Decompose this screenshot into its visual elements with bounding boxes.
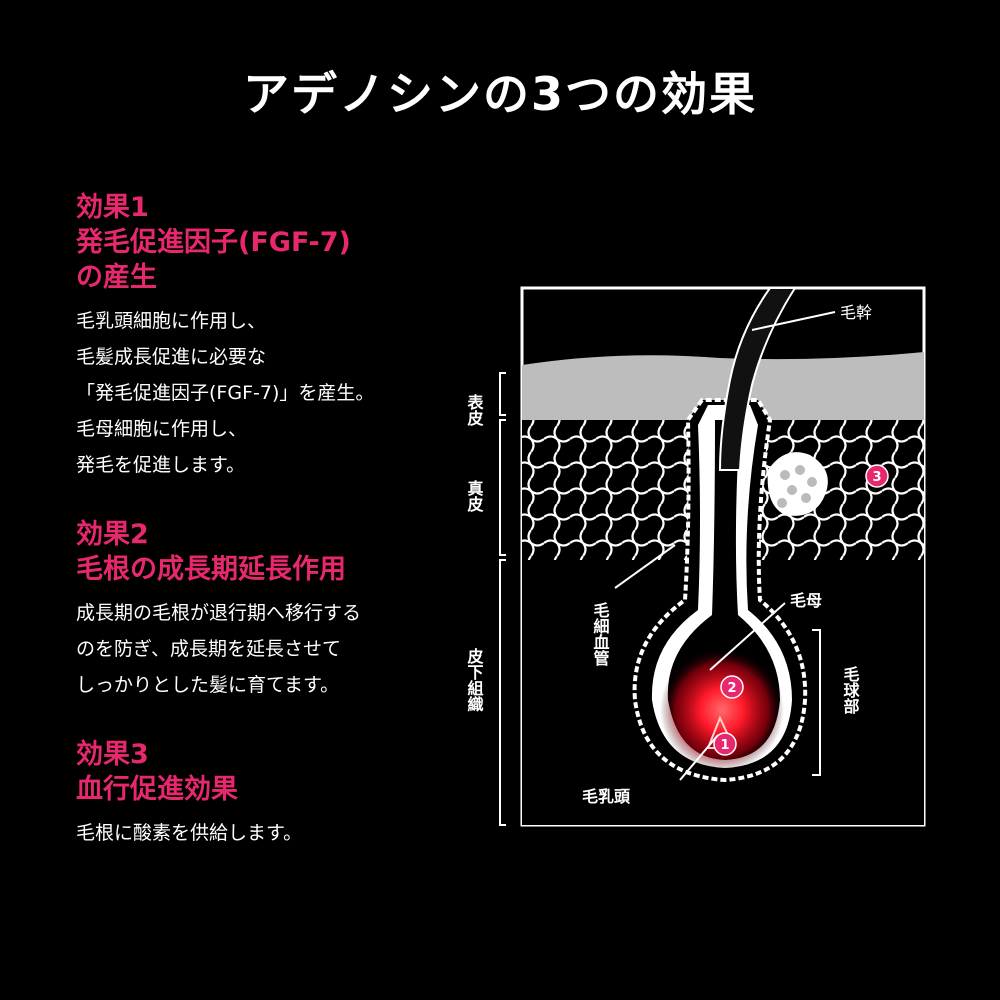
effect-1-heading-line-3: の産生	[76, 262, 157, 293]
leader-hair-shaft	[751, 311, 836, 331]
effect-2-body: 成長期の毛根が退行期へ移行する のを防ぎ、成長期を延長させて しっかりとした髪に…	[76, 595, 456, 703]
effect-2-heading: 効果2 毛根の成長期延長作用	[76, 517, 456, 587]
effects-list: 効果1 発毛促進因子(FGF-7) の産生 毛乳頭細胞に作用し、 毛髪成長促進に…	[76, 190, 456, 885]
effect-2-body-line-1: 成長期の毛根が退行期へ移行する	[76, 602, 362, 624]
marker-3: 3	[865, 464, 889, 488]
effect-3-heading-line-2: 血行促進効果	[76, 774, 238, 805]
effect-3-body: 毛根に酸素を供給します。	[76, 815, 456, 851]
effect-1-heading-line-1: 効果1	[76, 192, 149, 223]
effect-3-heading-line-1: 効果3	[76, 739, 149, 770]
effect-1-body-line-4: 毛母細胞に作用し、	[76, 418, 248, 440]
effect-1-heading: 効果1 発毛促進因子(FGF-7) の産生	[76, 190, 456, 295]
leader-hair-matrix	[709, 602, 786, 671]
label-hair-bulb: 毛球部	[841, 665, 860, 715]
effect-3: 効果3 血行促進効果 毛根に酸素を供給します。	[76, 737, 456, 851]
label-capillary: 毛細血管	[591, 601, 610, 667]
bulb-glow	[660, 648, 784, 772]
label-epidermis: 表皮	[465, 393, 485, 427]
label-subcutaneous: 皮下組織	[465, 647, 485, 712]
marker-1-number: 1	[720, 738, 729, 753]
label-dermal-papilla: 毛乳頭	[582, 787, 631, 806]
effect-1-body-line-1: 毛乳頭細胞に作用し、	[76, 310, 267, 332]
effect-1-heading-line-2: 発毛促進因子(FGF-7)	[76, 227, 351, 258]
sebaceous-gland	[767, 452, 828, 516]
label-dermis: 真皮	[465, 479, 485, 513]
marker-1: 1	[713, 732, 737, 756]
effect-1-body-line-5: 発毛を促進します。	[76, 454, 246, 476]
hair-shaft	[718, 288, 797, 471]
marker-3-number: 3	[872, 470, 881, 485]
hair-follicle-diagram: 毛幹 表皮 真皮 皮下組織 毛細血管 毛母 毛球部 毛乳頭 1 2 3	[465, 286, 926, 827]
marker-2-number: 2	[727, 681, 736, 696]
effect-2-body-line-3: しっかりとした髪に育てます。	[76, 674, 340, 696]
effect-2: 効果2 毛根の成長期延長作用 成長期の毛根が退行期へ移行する のを防ぎ、成長期を…	[76, 517, 456, 703]
effect-1-body: 毛乳頭細胞に作用し、 毛髪成長促進に必要な 「発毛促進因子(FGF-7)」を産生…	[76, 303, 456, 483]
label-hair-shaft: 毛幹	[840, 303, 872, 322]
bracket-dermis	[499, 419, 506, 556]
effect-2-heading-line-1: 効果2	[76, 519, 149, 550]
effect-2-body-line-2: のを防ぎ、成長期を延長させて	[76, 638, 342, 660]
leader-capillary	[614, 544, 676, 589]
bracket-hair-bulb	[812, 629, 821, 776]
bracket-epidermis	[499, 372, 506, 416]
effect-3-body-line-1: 毛根に酸素を供給します。	[76, 822, 303, 844]
leader-dermal-papilla	[679, 734, 719, 781]
effect-2-heading-line-2: 毛根の成長期延長作用	[76, 554, 346, 585]
effect-1: 効果1 発毛促進因子(FGF-7) の産生 毛乳頭細胞に作用し、 毛髪成長促進に…	[76, 190, 456, 483]
bracket-subcutaneous	[499, 559, 506, 826]
effect-1-body-line-2: 毛髪成長促進に必要な	[76, 346, 267, 368]
effect-1-body-line-3: 「発毛促進因子(FGF-7)」を産生。	[76, 382, 375, 404]
label-hair-matrix: 毛母	[790, 591, 822, 610]
page-title: アデノシンの3つの効果	[242, 67, 757, 121]
epidermis-band	[522, 352, 924, 420]
effect-3-heading: 効果3 血行促進効果	[76, 737, 456, 807]
marker-2: 2	[720, 675, 744, 699]
